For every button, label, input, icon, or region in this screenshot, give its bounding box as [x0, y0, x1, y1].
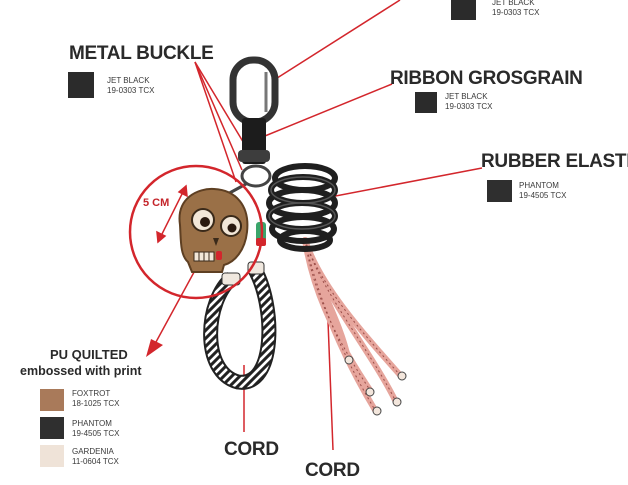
rubber-color-code: 19-4505 TCX [519, 191, 567, 200]
rubber-meta: PHANTOM 19-4505 TCX [519, 181, 566, 201]
top-cut-color-code: 19-0303 TCX [492, 8, 540, 17]
metal-buckle-swatch [68, 72, 94, 98]
ribbon-color-code: 19-0303 TCX [445, 102, 493, 111]
skull-charm [178, 187, 249, 273]
carabiner [229, 56, 279, 126]
metal-buckle-color-name: JET BLACK [107, 76, 150, 85]
pu-phantom-meta: PHANTOM 19-4505 TCX [72, 419, 119, 439]
leader-buckle-1 [194, 61, 249, 151]
pu-swatch-foxtrot [40, 389, 64, 411]
metal-buckle-meta: JET BLACK 19-0303 TCX [107, 76, 154, 96]
ribbon-meta: JET BLACK 19-0303 TCX [445, 92, 492, 112]
dimension-label: 5 CM [143, 197, 170, 209]
rubber-color-name: PHANTOM [519, 181, 559, 190]
pu-foxtrot-name: FOXTROT [72, 389, 111, 398]
cord-label-left: CORD [224, 439, 279, 460]
pu-subtitle: embossed with print [20, 364, 142, 378]
pu-gardenia-code: 11-0604 TCX [72, 457, 119, 466]
pu-foxtrot-code: 18-1025 TCX [72, 399, 120, 408]
leader-top [273, 0, 401, 81]
ribbon-color-name: JET BLACK [445, 92, 488, 101]
pu-gardenia-name: GARDENIA [72, 447, 114, 456]
split-ring [240, 164, 272, 188]
leader-rubber [324, 167, 483, 199]
skull-pupil-left [200, 217, 210, 227]
leader-buckle-2 [194, 61, 243, 171]
pu-phantom-name: PHANTOM [72, 419, 112, 428]
leader-buckle-3 [194, 61, 237, 183]
pu-swatch-phantom [40, 417, 64, 439]
pu-title: PU QUILTED [50, 347, 128, 362]
highlight-circle [128, 164, 264, 300]
dimension-arrow [156, 184, 188, 244]
pu-foxtrot-meta: FOXTROT 18-1025 TCX [72, 389, 119, 409]
cord-end-beads [344, 355, 407, 416]
cord-loop-pattern [205, 265, 275, 388]
top-cut-meta: JET BLACK 19-0303 TCX [492, 0, 539, 18]
skull-teeth [193, 251, 215, 262]
cord-cap-left [221, 272, 241, 286]
skull-pupil-right [227, 223, 237, 233]
skull-tongue [216, 251, 222, 260]
leader-ribbon [259, 83, 393, 139]
rubber-coil-highlight [268, 176, 336, 230]
pu-gardenia-meta: GARDENIA 11-0604 TCX [72, 447, 119, 467]
pu-phantom-code: 19-4505 TCX [72, 429, 120, 438]
buckle-collar [238, 150, 270, 162]
metal-buckle-color-code: 19-0303 TCX [107, 86, 155, 95]
pink-cord-texture [304, 239, 401, 411]
rubber-title: RUBBER ELASTI [481, 151, 628, 172]
ribbon-title: RIBBON GROSGRAIN [390, 68, 583, 89]
skull-nose [213, 238, 219, 246]
pink-cord-strands [302, 237, 403, 413]
cord-label-right: CORD [305, 460, 360, 481]
top-cut-swatch [451, 0, 476, 20]
metal-buckle-title: METAL BUCKLE [69, 43, 214, 64]
ribbon-swatch [415, 92, 437, 113]
rubber-swatch [487, 180, 512, 202]
pu-swatch-gardenia [40, 445, 64, 467]
pu-arrow-head [146, 339, 163, 357]
top-cut-color-name: JET BLACK [492, 0, 535, 7]
